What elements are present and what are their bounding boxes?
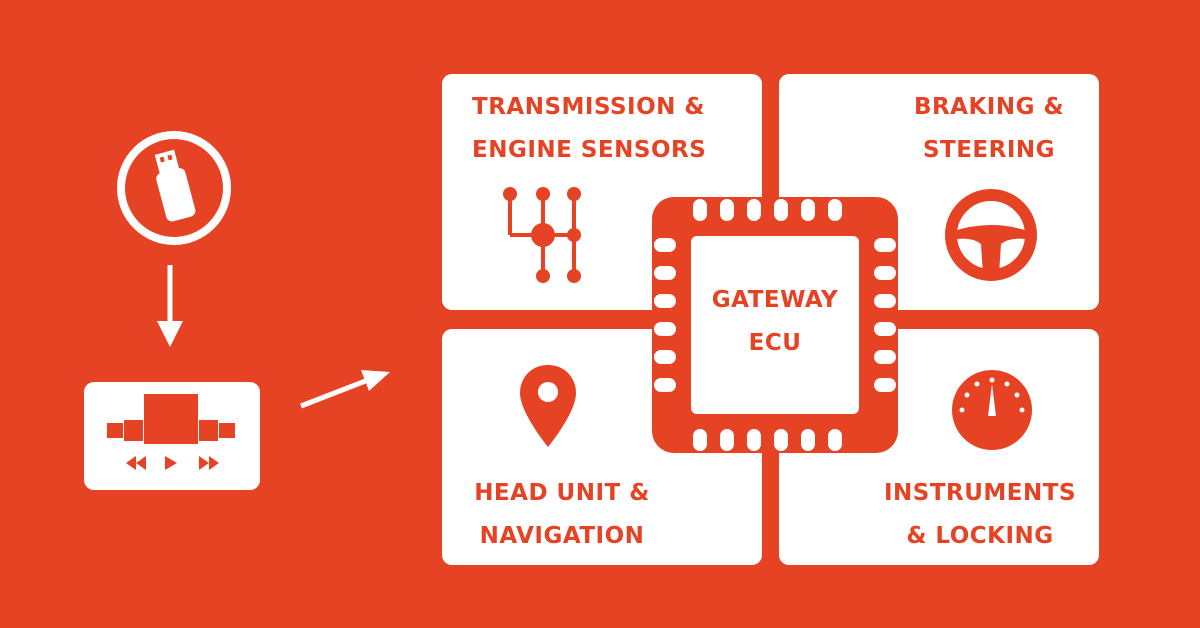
label-line: INSTRUMENTS: [883, 480, 1077, 506]
label-line: ENGINE SENSORS: [472, 137, 707, 163]
label-line: NAVIGATION: [479, 523, 645, 549]
label-gateway-ecu: GATEWAY ECU: [691, 279, 859, 365]
gear-shift-icon: [503, 187, 581, 283]
label-head-unit-navigation: HEAD UNIT & NAVIGATION: [472, 472, 652, 558]
label-braking-steering: BRAKING & STEERING: [909, 86, 1069, 172]
gauge-icon: [952, 370, 1032, 450]
right-arrow-icon: [300, 370, 390, 409]
label-line: BRAKING &: [913, 94, 1065, 120]
media-device-icon: [84, 382, 260, 490]
label-line: TRANSMISSION &: [472, 94, 705, 120]
label-line: HEAD UNIT &: [474, 480, 650, 506]
label-line: ECU: [748, 330, 802, 356]
label-transmission-engine: TRANSMISSION & ENGINE SENSORS: [472, 86, 706, 172]
steering-wheel-icon: [945, 189, 1037, 281]
map-pin-icon: [520, 365, 576, 447]
label-line: STEERING: [922, 137, 1056, 163]
label-line: GATEWAY: [711, 287, 839, 313]
label-line: & LOCKING: [906, 523, 1054, 549]
chip-icon: [652, 197, 898, 453]
usb-drive-icon: [117, 131, 231, 245]
down-arrow-icon: [157, 265, 183, 347]
label-instruments-locking: INSTRUMENTS & LOCKING: [880, 472, 1080, 558]
